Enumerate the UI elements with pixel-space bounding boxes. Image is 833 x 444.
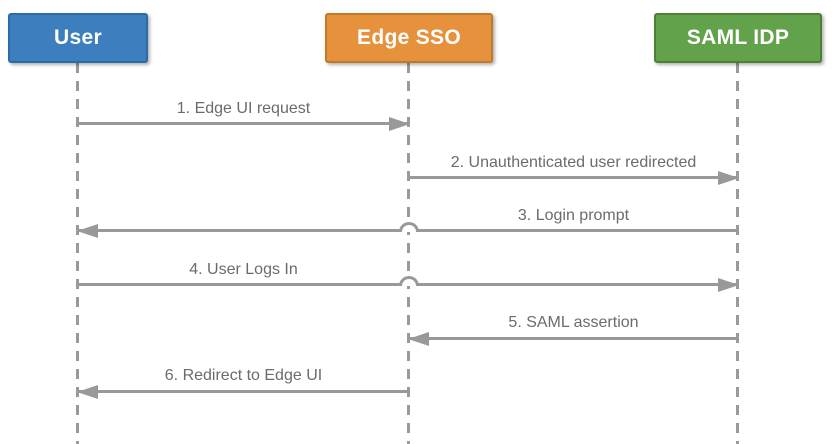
message-label-3: 3. Login prompt [517,207,630,224]
message-arrow-3 [77,222,738,238]
lifeline-edge-sso [407,63,410,444]
line-hop [399,276,419,286]
message-label-1: 1. Edge UI request [176,100,311,117]
message-label-6: 6. Redirect to Edge UI [164,367,323,384]
arrowhead-right-icon [718,170,739,185]
line-hop [399,222,419,232]
actor-edge-sso: Edge SSO [325,13,493,63]
arrowhead-left-icon [408,331,429,346]
arrowhead-left-icon [77,223,98,238]
actor-user: User [8,13,148,63]
message-label-5: 5. SAML assertion [508,314,639,331]
arrowhead-left-icon [77,384,98,399]
message-arrow-2 [409,170,739,185]
message-label-2: 2. Unauthenticated user redirected [450,154,697,171]
message-arrow-4 [78,276,739,292]
message-label-4: 4. User Logs In [189,261,298,278]
message-arrow-5 [408,331,738,346]
arrowhead-right-icon [389,116,410,131]
lifeline-user [76,63,79,444]
lifeline-saml-idp [736,63,739,444]
arrowhead-right-icon [718,277,739,292]
actor-saml-idp: SAML IDP [654,13,822,63]
message-arrow-1 [78,116,410,131]
message-arrow-6 [77,384,409,399]
